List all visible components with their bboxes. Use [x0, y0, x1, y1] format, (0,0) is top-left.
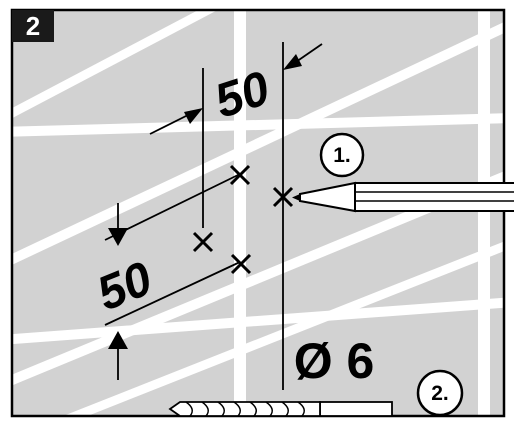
arrowhead [108, 228, 128, 246]
arrowhead [108, 331, 128, 349]
step-badge [12, 10, 54, 42]
cross-mark-icon [229, 164, 251, 186]
tile-joint-horizontal [12, 113, 504, 137]
reflection-line [12, 10, 218, 119]
callout-circle [319, 132, 365, 178]
tile-joint-horizontal [12, 297, 504, 345]
reflection-line [63, 241, 504, 416]
drill-diameter-label: Ø 6 [294, 333, 375, 389]
reflection-line [12, 22, 504, 265]
callout-label: 2. [431, 382, 449, 405]
arrowhead [184, 108, 203, 124]
cross-mark-icon [230, 253, 252, 275]
extension-line [104, 173, 241, 241]
cross-mark-icon [272, 186, 294, 208]
arrowhead [283, 54, 302, 70]
vertical-dimension [104, 173, 241, 380]
callout-circle [416, 369, 464, 417]
callout-label: 1. [333, 144, 351, 167]
drill-bit-icon [168, 401, 393, 417]
extension-line [104, 261, 241, 326]
pencil-icon [292, 181, 514, 213]
cross-mark-icon [192, 231, 214, 253]
step-number: 2 [26, 11, 40, 41]
